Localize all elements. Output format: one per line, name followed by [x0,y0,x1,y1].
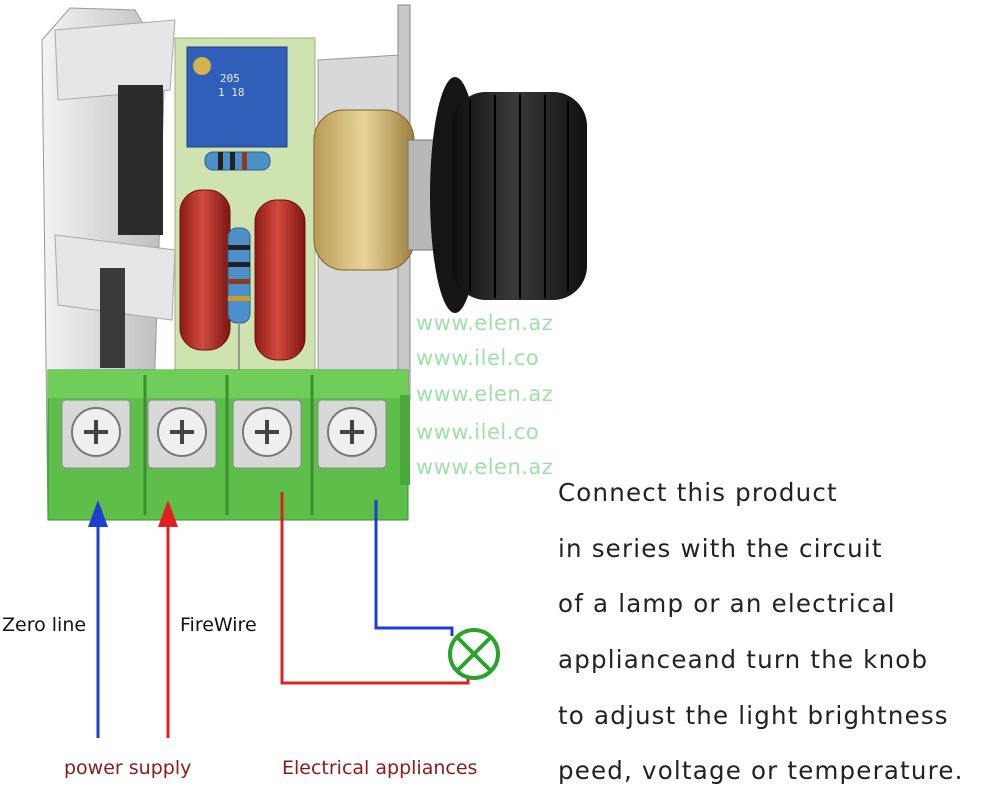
watermark-1: www.elen.az [416,311,554,335]
resistor-vertical [227,227,251,370]
instruction-text: Connect this product in series with the … [558,474,964,808]
instruction-line-5: to adjust the light brightness [558,700,949,730]
watermark-3: www.elen.az [416,382,554,406]
zero-line-label: Zero line [2,614,87,636]
instruction-line-4: applianceand turn the knob [558,645,929,675]
electrical-appliances-label: Electrical appliances [282,757,478,779]
watermark-5: www.elen.az [416,455,554,479]
appliance-neutral-wire [374,500,454,636]
lamp-icon [448,628,500,680]
instruction-line-2: in series with the circuit [558,533,883,563]
resistor-small [204,151,271,171]
watermark-2: www.ilel.co [416,346,540,370]
trimmer-marking-2: 1 18 [218,86,245,99]
trimmer-potentiometer: 205 1 18 [186,46,288,148]
watermark-4: www.ilel.co [416,420,540,444]
trimmer-marking: 205 [220,72,240,85]
terminal-screw-3 [232,399,302,469]
potentiometer [313,109,439,271]
instruction-line-1: Connect this product [558,478,838,507]
terminal-screw-2 [147,399,217,469]
firewire-wire [158,500,178,738]
capacitor-right [254,199,306,361]
dimmer-wiring-diagram: 205 1 18 [41,4,587,738]
instruction-line-6: peed, voltage or temperature. [558,756,964,786]
instruction-line-3: of a lamp or an electrical [558,589,896,619]
adjustment-knob[interactable] [430,77,587,313]
capacitor-left [179,189,231,351]
power-supply-label: power supply [64,757,192,779]
terminal-screw-1 [61,399,131,469]
zero-line-wire [88,500,108,738]
firewire-label: FireWire [180,614,257,636]
terminal-screw-4 [317,399,387,469]
